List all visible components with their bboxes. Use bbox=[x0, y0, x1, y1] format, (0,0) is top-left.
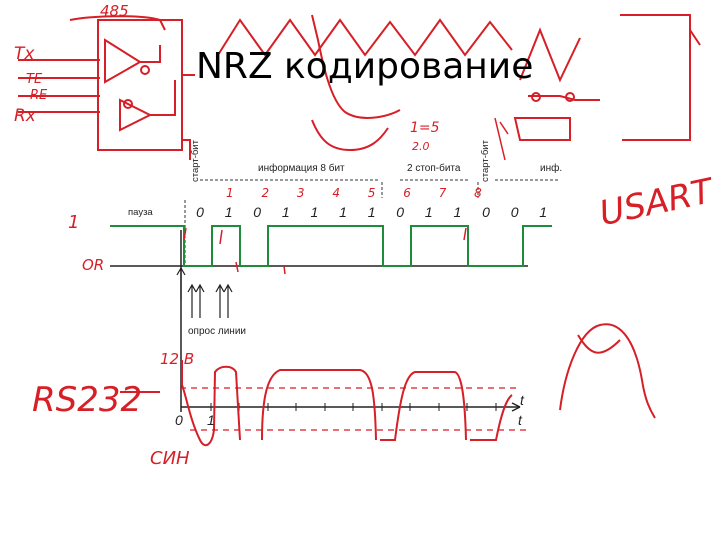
annotation-re: RE bbox=[30, 88, 48, 103]
annotation-bit-numbers: 1 2 3 4 5 6 7 8 bbox=[226, 186, 494, 200]
label-inf: инф. bbox=[540, 163, 563, 174]
bit-value: 0 bbox=[396, 204, 405, 220]
label-info: информация 8 бит bbox=[258, 163, 345, 174]
handwritten-top-waves bbox=[217, 14, 701, 152]
time-axis-arrow bbox=[511, 402, 521, 412]
annotation-te: TE bbox=[26, 72, 43, 87]
bit-value: 0 bbox=[253, 204, 262, 220]
label-stop-bits: 2 стоп-бита bbox=[407, 163, 461, 174]
section-markers bbox=[184, 179, 560, 265]
bit-value: 1 bbox=[224, 204, 233, 220]
bit-value: 0 bbox=[196, 204, 204, 220]
label-start-bit: старт-бит bbox=[190, 140, 201, 182]
bit-value: 0 bbox=[510, 204, 519, 220]
annotation-level-zero: OR bbox=[82, 256, 105, 274]
bit-value: 1 bbox=[424, 204, 433, 220]
label-zero: 0 bbox=[175, 412, 183, 428]
axis-arrow-up bbox=[176, 266, 186, 300]
nrz-waveform bbox=[110, 225, 552, 267]
bit-value: 1 bbox=[310, 204, 319, 220]
annotation-level-one: 1 bbox=[68, 212, 80, 233]
annotation-chip: 485 bbox=[100, 2, 129, 20]
bit-value: 1 bbox=[281, 204, 290, 220]
sampling-arrows bbox=[187, 283, 233, 318]
annotation-voltage: 12 B bbox=[160, 350, 195, 368]
bit-value: 1 bbox=[453, 204, 462, 220]
annotation-stop-note: 1=5 bbox=[410, 120, 440, 136]
handwritten-rs232-wave bbox=[120, 323, 656, 447]
label-pause: пауза bbox=[128, 207, 153, 218]
annotation-sync: СИН bbox=[150, 448, 190, 469]
handwritten-schematic bbox=[18, 15, 195, 160]
bit-value: 1 bbox=[367, 204, 376, 220]
bit-value: 1 bbox=[339, 204, 347, 220]
label-t-axis: t bbox=[520, 392, 524, 408]
label-start-bit-right: старт-бит bbox=[480, 140, 491, 182]
annotation-stop-note2: 2.0 bbox=[412, 140, 430, 153]
annotation-rx: Rx bbox=[14, 106, 36, 126]
annotation-rs232: RS232 bbox=[32, 380, 143, 420]
bit-value: 0 bbox=[482, 204, 490, 220]
bit-value: 1 bbox=[539, 204, 548, 220]
handwritten-ticks bbox=[183, 117, 509, 275]
slide-title: NRZ кодирование bbox=[196, 46, 534, 87]
label-sampling: опрос линии bbox=[188, 326, 246, 337]
label-one-tick: 1 bbox=[207, 412, 215, 428]
handwritten-dashes bbox=[180, 387, 530, 431]
annotation-tx: Tx bbox=[14, 44, 35, 64]
label-t-axis-lower: t bbox=[518, 412, 522, 428]
